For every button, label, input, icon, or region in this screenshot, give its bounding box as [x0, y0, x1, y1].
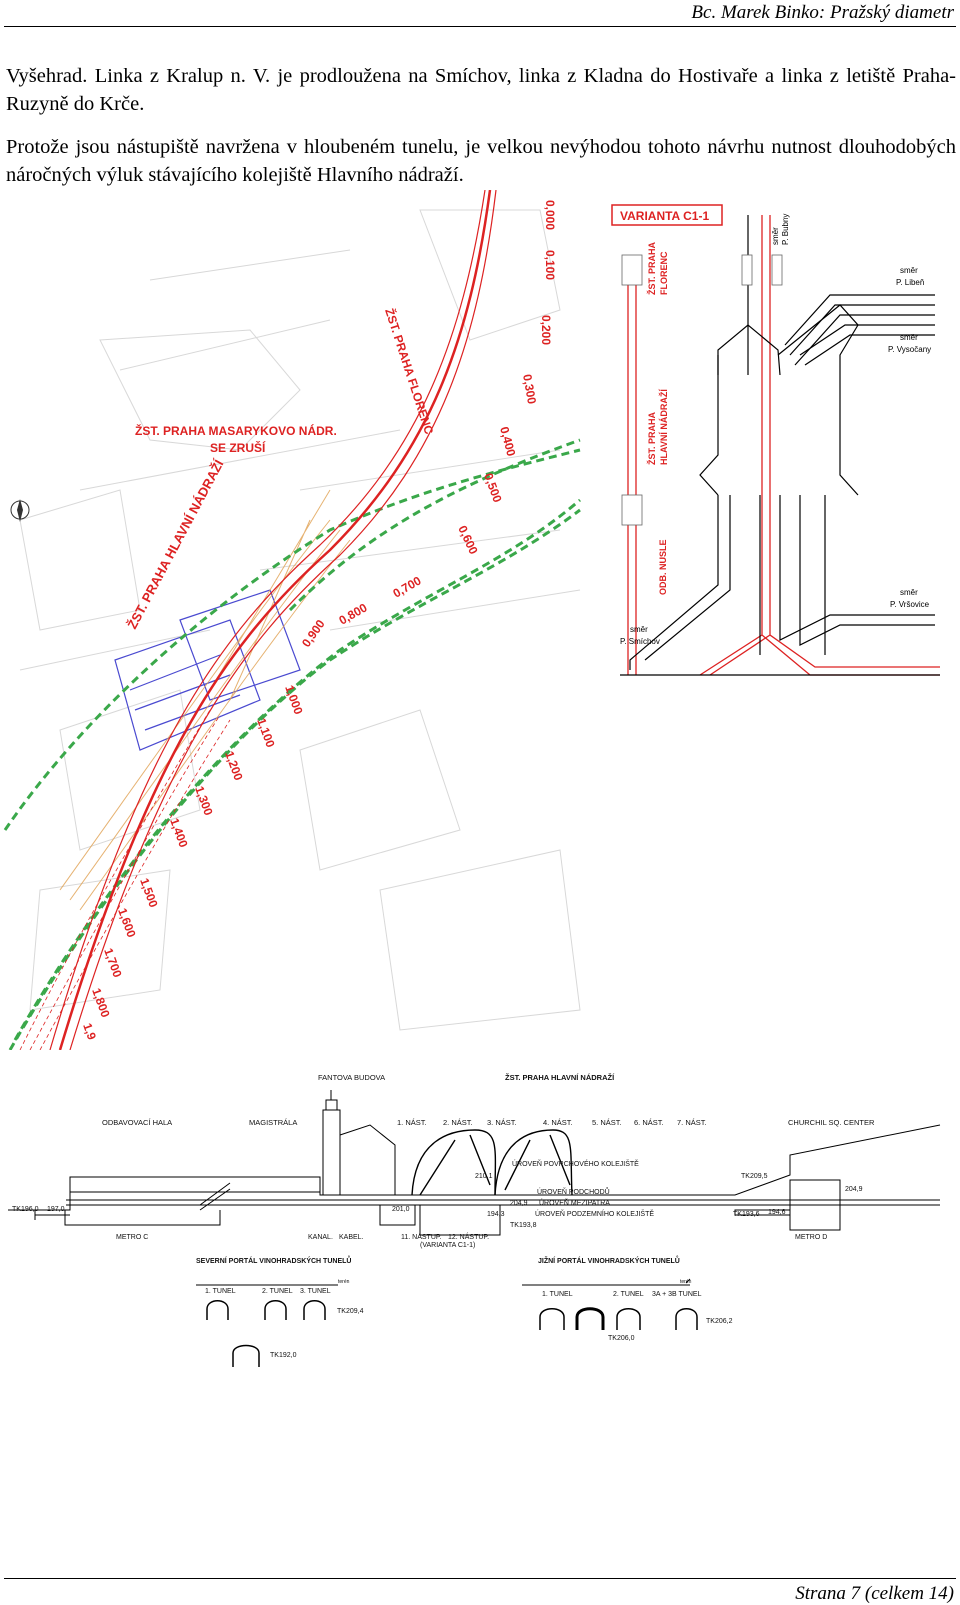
chainage-3: 0,300 — [520, 373, 539, 405]
south-portal-title: JIŽNÍ PORTÁL VINOHRADSKÝCH TUNELŮ — [538, 1255, 680, 1265]
north-tunnel-2: 2. TUNEL — [262, 1288, 293, 1295]
scheme-platforms — [621, 254, 783, 526]
sec-v201: 201,0 — [392, 1206, 410, 1213]
chainage-19: 1,9 — [80, 1021, 99, 1042]
new-diametr-line — [19, 190, 497, 1050]
sec-platform-2: 2. NÁST. — [443, 1118, 473, 1127]
sec-platform-6: 6. NÁST. — [634, 1118, 664, 1127]
sec-tk196: TK196,0 — [12, 1206, 39, 1213]
sec-v204-9b: 204,9 — [845, 1186, 863, 1193]
sec-v194-6: 194,6 — [768, 1209, 786, 1216]
south-tunnel-3: 3A + 3B TUNEL — [652, 1291, 702, 1298]
north-arrow-icon — [10, 499, 30, 522]
north-teren: terén — [338, 1279, 350, 1285]
south-tk-2: TK206,0 — [608, 1335, 635, 1342]
paragraph-1: Vyšehrad. Linka z Kralup n. V. je prodlo… — [6, 65, 956, 115]
north-tk-2: TK192,0 — [270, 1352, 297, 1359]
section-slab — [734, 1209, 791, 1216]
sec-fantova: FANTOVA BUDOVA — [318, 1073, 385, 1082]
scheme-odb-nusle: ODB. NUSLE — [658, 539, 668, 595]
sec-uroven-povrch: ÚROVEŇ POVRCHOVÉHO KOLEJIŠTĚ — [512, 1159, 639, 1168]
sec-tk193-8: TK193,8 — [510, 1222, 537, 1229]
sec-churchill: CHURCHIL SQ. CENTER — [788, 1118, 875, 1127]
label-zrusi: SE ZRUŠÍ — [210, 440, 266, 455]
south-tunnel-1: 1. TUNEL — [542, 1291, 573, 1298]
sec-platform-1: 1. NÁST. — [397, 1118, 427, 1127]
sec-nastup12: 12. NÁSTUP. — [448, 1232, 489, 1241]
chainage-2: 0,200 — [539, 315, 553, 345]
tunnel-profiles — [206, 1300, 698, 1367]
sec-platform-5: 5. NÁST. — [592, 1118, 622, 1127]
north-tunnel-3: 3. TUNEL — [300, 1288, 331, 1295]
paragraph-2: Protože jsou nástupiště navržena v hloub… — [6, 136, 956, 186]
station-building-outline — [114, 589, 301, 751]
sec-platform-3: 3. NÁST. — [487, 1118, 517, 1127]
city-background — [19, 209, 581, 1031]
sec-kanal: KANAL. — [308, 1234, 333, 1241]
station-roof-arches — [411, 1129, 573, 1196]
sec-platform-4: 4. NÁST. — [543, 1118, 573, 1127]
sec-metro-d: METRO D — [795, 1234, 827, 1241]
chainage-0: 0,000 — [543, 200, 557, 230]
south-tk-1: TK206,2 — [706, 1318, 733, 1325]
sec-uroven-podzemniho: ÚROVEŇ PODZEMNÍHO KOLEJIŠTĚ — [535, 1209, 654, 1218]
sec-v194-3: 194,3 — [487, 1211, 505, 1218]
scheme-existing-lines — [620, 215, 940, 676]
running-header: Bc. Marek Binko: Pražský diametr — [691, 2, 954, 23]
track-map-figure: ŽST. PRAHA FLORENC ŽST. PRAHA MASARYKOVO… — [0, 190, 600, 1050]
portal-terrain-lines — [196, 1278, 691, 1286]
sec-tk209-5: TK209,5 — [741, 1173, 768, 1180]
sec-magistrala: MAGISTRÁLA — [249, 1118, 297, 1127]
variant-title: VARIANTA C1-1 — [620, 209, 709, 223]
sec-odbavovaci: ODBAVOVACÍ HALA — [102, 1118, 172, 1127]
north-portal-title: SEVERNÍ PORTÁL VINOHRADSKÝCH TUNELŮ — [196, 1255, 351, 1265]
sec-uroven-mezipatra: ÚROVEŇ MEZIPATRA — [539, 1198, 610, 1207]
sec-metro-c: METRO C — [116, 1234, 148, 1241]
sec-v204-9a: 204,9 — [510, 1200, 528, 1207]
header-rule — [4, 26, 956, 27]
sec-uroven-podchodu: ÚROVEŇ PODCHODŮ — [537, 1187, 610, 1196]
south-teren: terén — [680, 1279, 692, 1285]
variant-title-box — [611, 204, 723, 226]
fantova-building — [322, 1090, 396, 1195]
north-tk-1: TK209,4 — [337, 1308, 364, 1315]
sec-platform-7: 7. NÁST. — [677, 1118, 707, 1127]
longitudinal-section-figure: FANTOVA BUDOVA ŽST. PRAHA HLAVNÍ NÁDRAŽÍ… — [8, 1073, 941, 1367]
page-footer: Strana 7 (celkem 14) — [795, 1583, 954, 1604]
chainage-1: 0,100 — [543, 250, 557, 280]
dir-bubny: směrP. Bubny — [771, 214, 790, 245]
sec-v210: 210,1 — [475, 1173, 493, 1180]
sec-varianta: (VARIANTA C1-1) — [420, 1242, 475, 1249]
sec-zst: ŽST. PRAHA HLAVNÍ NÁDRAŽÍ — [505, 1073, 615, 1082]
label-masarykovo: ŽST. PRAHA MASARYKOVO NÁDR. — [135, 423, 337, 438]
sec-nastup11: 11. NÁSTUP. — [401, 1232, 442, 1241]
sec-v197: 197,0 — [47, 1206, 65, 1213]
south-tunnel-2: 2. TUNEL — [613, 1291, 644, 1298]
footer-rule — [4, 1578, 956, 1579]
section-structure — [8, 1124, 941, 1236]
sec-tk193-6: TK193,6 — [733, 1211, 760, 1218]
sec-kabel: KABEL. — [339, 1234, 364, 1241]
north-tunnel-1: 1. TUNEL — [205, 1288, 236, 1295]
